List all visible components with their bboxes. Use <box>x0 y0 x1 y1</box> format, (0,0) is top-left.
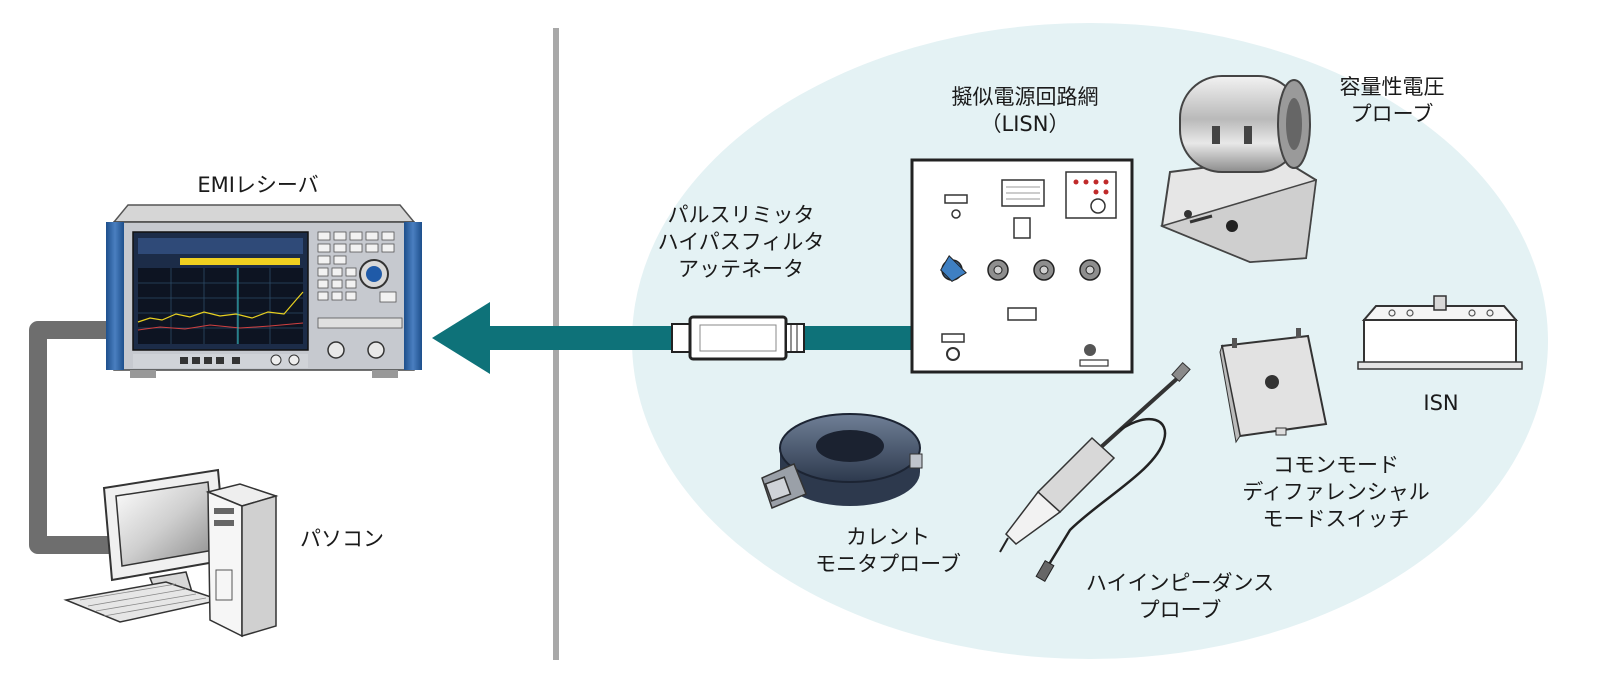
pc-label: パソコン <box>300 527 384 551</box>
current-probe-icon <box>761 413 923 509</box>
capacitive-probe-icon <box>1159 75 1318 264</box>
pc-cable <box>29 321 112 554</box>
emi-receiver-label: EMIレシーバ <box>197 173 319 197</box>
isn-icon <box>1357 295 1523 370</box>
current-probe-label: カレント モニタプローブ <box>815 525 961 576</box>
hi-z-probe-label: ハイインピーダンス プローブ <box>1085 571 1275 622</box>
capacitive-probe-label: 容量性電圧 プローブ <box>1339 75 1445 126</box>
lisn-knob-blue-icon <box>940 255 967 282</box>
isn-label: ISN <box>1423 391 1459 415</box>
mode-switch-label: コモンモード ディファレンシャル モードスイッチ <box>1242 453 1430 531</box>
pulse-limiter-label: パルスリミッタ ハイパスフィルタ アッテネータ <box>657 203 825 281</box>
hi-z-probe-icon <box>999 362 1191 582</box>
mode-switch-icon <box>1219 328 1328 444</box>
pc-icon <box>63 468 279 638</box>
lisn-label: 擬似電源回路網 （LISN） <box>951 85 1099 136</box>
pulse-limiter-icon <box>671 315 805 361</box>
emi-receiver-icon <box>106 204 422 378</box>
lisn-icon <box>910 158 1134 374</box>
